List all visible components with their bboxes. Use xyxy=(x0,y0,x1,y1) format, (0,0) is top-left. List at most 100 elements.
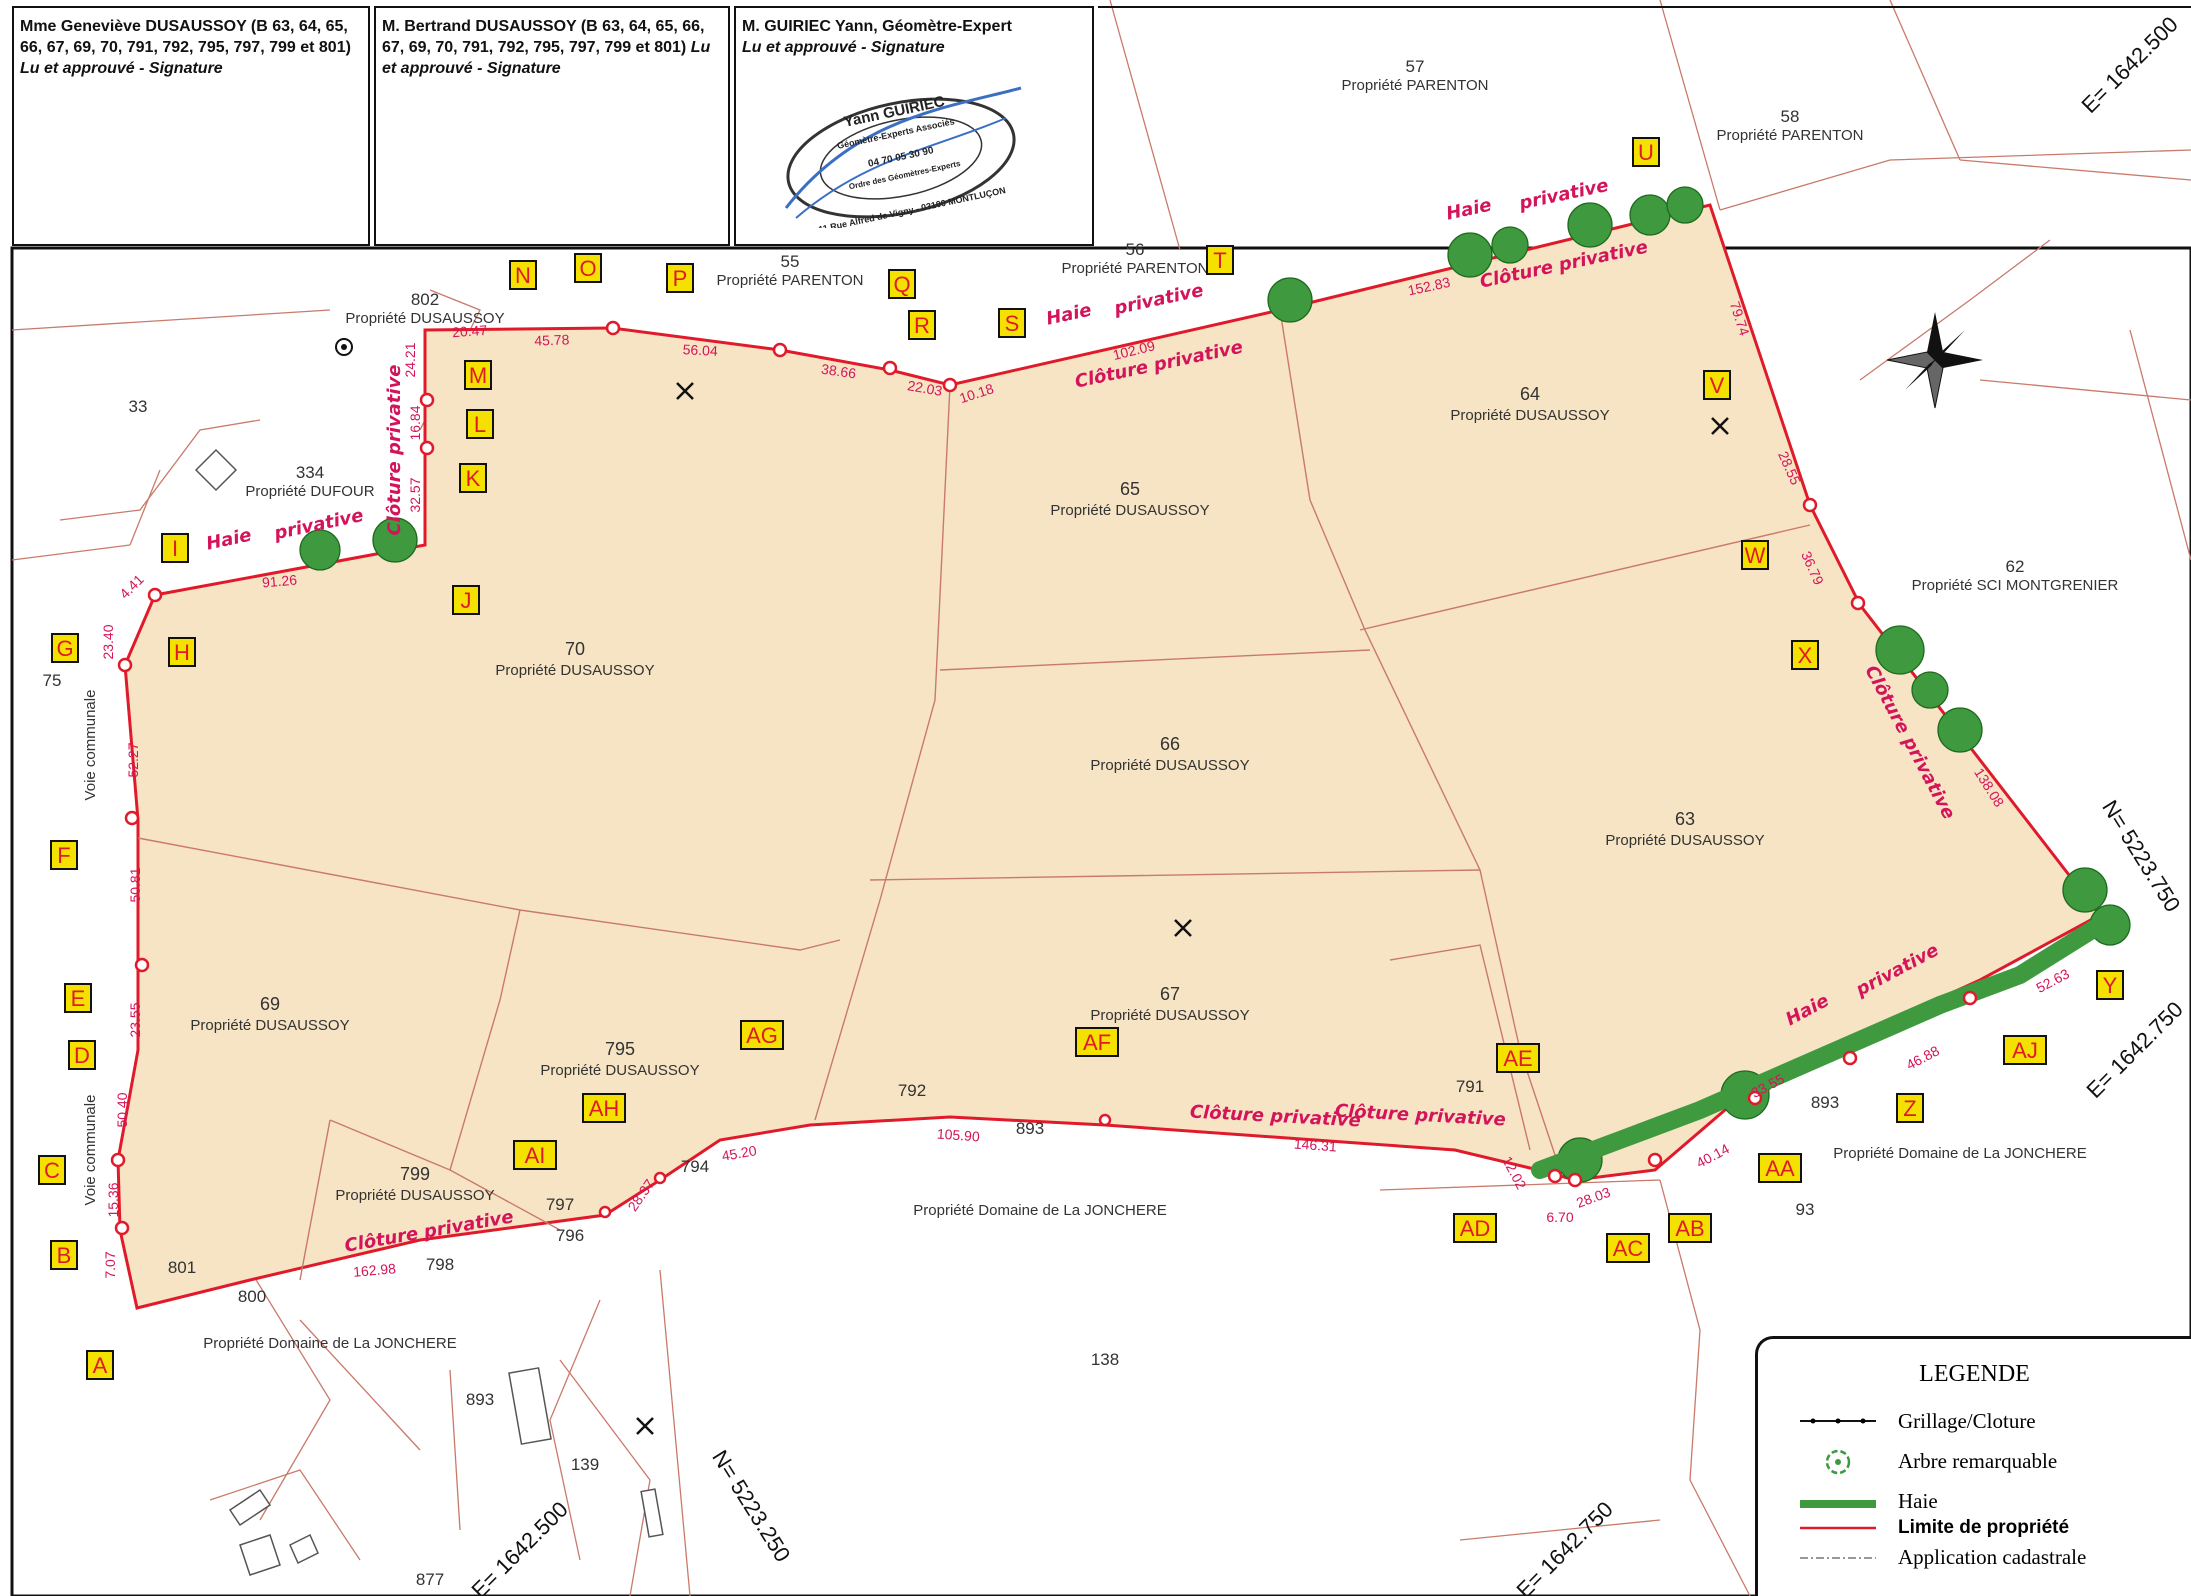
neighbor-owner: Propriété Domaine de La JONCHERE xyxy=(913,1202,1166,1219)
road-label: Voie communale xyxy=(82,690,99,801)
point-marker-z xyxy=(1896,1093,1924,1123)
legend: LEGENDE Grillage/Cloture Arbre remarquab… xyxy=(1755,1336,2191,1596)
point-label-r: R xyxy=(914,313,930,338)
distance-label: 38.66 xyxy=(820,361,857,382)
cadastral-number: 893 xyxy=(466,1390,494,1409)
sign-text-3: Lu et approuvé - Signature xyxy=(742,39,945,56)
neighbor-owner: Propriété PARENTON xyxy=(1062,260,1209,277)
parcel-owner: Propriété DUSAUSSOY xyxy=(495,662,654,679)
distance-label: 28.03 xyxy=(1574,1184,1613,1211)
owner-text-2: M. Bertrand DUSAUSSOY (B 63, 64, 65, 66,… xyxy=(382,18,705,56)
point-label-h: H xyxy=(174,640,190,665)
distance-label: 52.27 xyxy=(125,742,141,777)
cadastral-number: 75 xyxy=(43,671,62,690)
owner-box-2: M. Bertrand DUSAUSSOY (B 63, 64, 65, 66,… xyxy=(374,6,730,246)
neighbor-owner: Propriété PARENTON xyxy=(717,272,864,289)
cadastral-number: 792 xyxy=(898,1081,926,1100)
legend-item-fence: Grillage/Cloture xyxy=(1898,1409,2036,1433)
point-label-v: V xyxy=(1710,373,1725,398)
point-label-ah: AH xyxy=(589,1096,620,1121)
point-marker-r xyxy=(908,310,936,340)
road-label: Voie communale xyxy=(82,1095,99,1206)
coordinate-label: E= 1642.750 xyxy=(1512,1497,1618,1596)
surveyor-stamp: Yann GUIRIEC Géomètre-Experts Associés 0… xyxy=(784,86,1022,228)
point-label-ag: AG xyxy=(746,1023,778,1048)
point-marker-p xyxy=(666,263,694,293)
point-marker-v xyxy=(1703,370,1731,400)
fence-label: Clôture privative xyxy=(384,364,405,535)
point-label-x: X xyxy=(1798,643,1813,668)
point-marker-ah xyxy=(582,1093,626,1123)
point-label-y: Y xyxy=(2103,973,2118,998)
parcel-owner: Propriété DUSAUSSOY xyxy=(1605,832,1764,849)
point-marker-ai xyxy=(513,1140,557,1170)
point-marker-l xyxy=(466,409,494,439)
neighbor-number: 55 xyxy=(781,252,800,271)
parcel-number: 67 xyxy=(1160,984,1180,1004)
cadastre-symbol xyxy=(1800,1557,1876,1559)
neighbor-owner: Propriété Domaine de La JONCHERE xyxy=(203,1335,456,1352)
neighbor-owner: Propriété DUFOUR xyxy=(245,483,374,500)
parcel-number: 799 xyxy=(400,1164,430,1184)
distance-label: 23.40 xyxy=(100,624,116,659)
point-marker-h xyxy=(168,637,196,667)
cadastral-number: 93 xyxy=(1796,1200,1815,1219)
hedge-symbol xyxy=(1800,1500,1876,1508)
point-label-m: M xyxy=(469,363,487,388)
point-label-i: I xyxy=(172,536,178,561)
parcel-owner: Propriété DUSAUSSOY xyxy=(1090,1007,1249,1024)
cadastral-number: 800 xyxy=(238,1287,266,1306)
fence-symbol xyxy=(1800,1418,1876,1424)
cadastral-number: 794 xyxy=(681,1157,709,1176)
point-marker-n xyxy=(509,260,537,290)
point-marker-d xyxy=(68,1040,96,1070)
point-label-aj: AJ xyxy=(2012,1038,2038,1063)
point-label-p: P xyxy=(673,266,688,291)
point-label-f: F xyxy=(57,843,70,868)
distance-label: 22.03 xyxy=(906,377,943,399)
point-marker-w xyxy=(1741,540,1769,570)
point-marker-m xyxy=(464,360,492,390)
boundary-symbol xyxy=(1800,1526,1876,1530)
point-label-ab: AB xyxy=(1675,1216,1704,1241)
cadastral-number: 797 xyxy=(546,1195,574,1214)
distance-label: 16.84 xyxy=(407,405,423,440)
stamp-l3: Ordre des Géomètres-Experts xyxy=(848,159,962,192)
point-marker-x xyxy=(1791,640,1819,670)
distance-label: 20.47 xyxy=(452,322,488,340)
distance-label: 45.20 xyxy=(720,1142,757,1164)
point-label-l: L xyxy=(474,412,486,437)
surveyor-text: M. GUIRIEC Yann, Géomètre-Expert xyxy=(742,18,1012,35)
point-label-s: S xyxy=(1005,311,1020,336)
point-label-z: Z xyxy=(1903,1096,1916,1121)
fence-label: Haie xyxy=(1444,195,1493,225)
surveyor-box: M. GUIRIEC Yann, Géomètre-Expert Lu et a… xyxy=(734,6,1094,246)
coordinate-label: N= 5223.750 xyxy=(2097,796,2185,917)
point-marker-af xyxy=(1075,1027,1119,1057)
parcel-number: 70 xyxy=(565,639,585,659)
owner-text-1: Mme Geneviève DUSAUSSOY (B 63, 64, 65, 6… xyxy=(20,18,351,56)
parcel-number: 66 xyxy=(1160,734,1180,754)
point-marker-o xyxy=(574,253,602,283)
point-marker-ag xyxy=(740,1020,784,1050)
parcel-number: 64 xyxy=(1520,384,1540,404)
parcel-owner: Propriété DUSAUSSOY xyxy=(1090,757,1249,774)
point-label-a: A xyxy=(93,1353,108,1378)
neighbor-owner: Propriété SCI MONTGRENIER xyxy=(1912,577,2119,594)
tree-icon xyxy=(1825,1449,1851,1475)
neighbor-number: 334 xyxy=(296,463,324,482)
point-marker-t xyxy=(1206,245,1234,275)
point-label-b: B xyxy=(57,1243,72,1268)
distance-label: 146.31 xyxy=(1293,1136,1337,1155)
owner-box-1: Mme Geneviève DUSAUSSOY (B 63, 64, 65, 6… xyxy=(12,6,370,246)
neighbor-number: 58 xyxy=(1781,107,1800,126)
coordinate-label: E= 1642.500 xyxy=(467,1497,573,1596)
parcel-number: 65 xyxy=(1120,479,1140,499)
point-marker-f xyxy=(50,840,78,870)
neighbor-owner: Propriété PARENTON xyxy=(1717,127,1864,144)
distance-label: 6.70 xyxy=(1546,1209,1573,1225)
distance-label: 50.40 xyxy=(114,1092,130,1127)
cadastral-number: 791 xyxy=(1456,1077,1484,1096)
point-label-n: N xyxy=(515,263,531,288)
